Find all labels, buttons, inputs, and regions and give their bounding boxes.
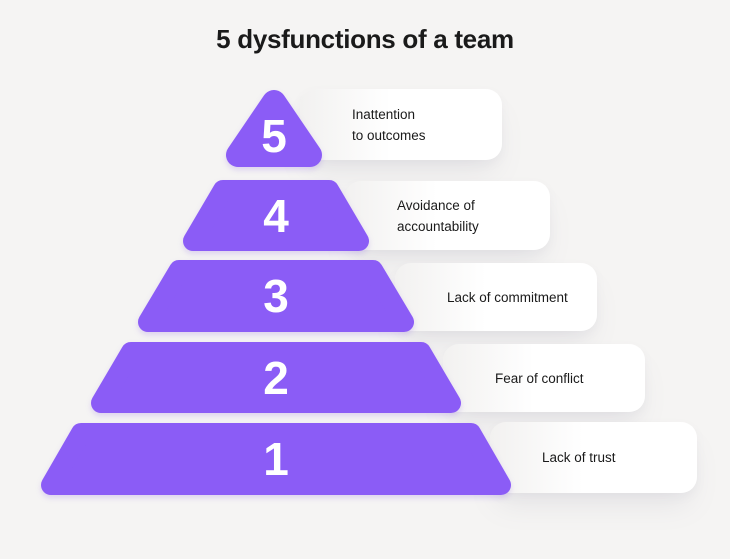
label-card-fear-of-conflict: Fear of conflict: [443, 344, 645, 412]
label-card-avoidance-of-accountability: Avoidance of accountability: [345, 181, 550, 250]
level-5-number: 5: [261, 110, 287, 162]
pyramid-level-1-shape: [41, 423, 511, 495]
level-2-number: 2: [263, 352, 289, 404]
pyramid-level-5-shape: [226, 90, 322, 167]
pyramid-level-2: 2: [91, 342, 461, 413]
label-text-line1: Lack of commitment: [447, 289, 568, 305]
level-4-number: 4: [263, 190, 289, 242]
label-text-line1: Inattention: [352, 106, 416, 122]
label-text-line1: Fear of conflict: [495, 370, 584, 386]
label-card-inattention-to-outcomes: Inattention to outcomes: [300, 89, 502, 160]
pyramid-level-5: 5: [226, 90, 322, 167]
pyramid-level-1: 1: [41, 423, 511, 495]
label-text-line1: Lack of trust: [542, 450, 616, 465]
pyramid-level-3-shape: [138, 260, 414, 332]
label-text-line2: to outcomes: [352, 127, 426, 143]
label-text-line2: accountability: [397, 218, 479, 234]
label-card-lack-of-commitment: Lack of commitment: [395, 263, 597, 331]
level-3-number: 3: [263, 270, 289, 322]
pyramid-level-4: 4: [183, 180, 369, 251]
label-card-lack-of-trust: Lack of trust: [490, 422, 697, 493]
pyramid-level-2-shape: [91, 342, 461, 413]
label-text-line1: Avoidance of: [397, 197, 475, 213]
pyramid-level-3: 3: [138, 260, 414, 332]
pyramid-level-4-shape: [183, 180, 369, 251]
page-title: 5 dysfunctions of a team: [216, 24, 514, 54]
level-1-number: 1: [263, 433, 289, 485]
